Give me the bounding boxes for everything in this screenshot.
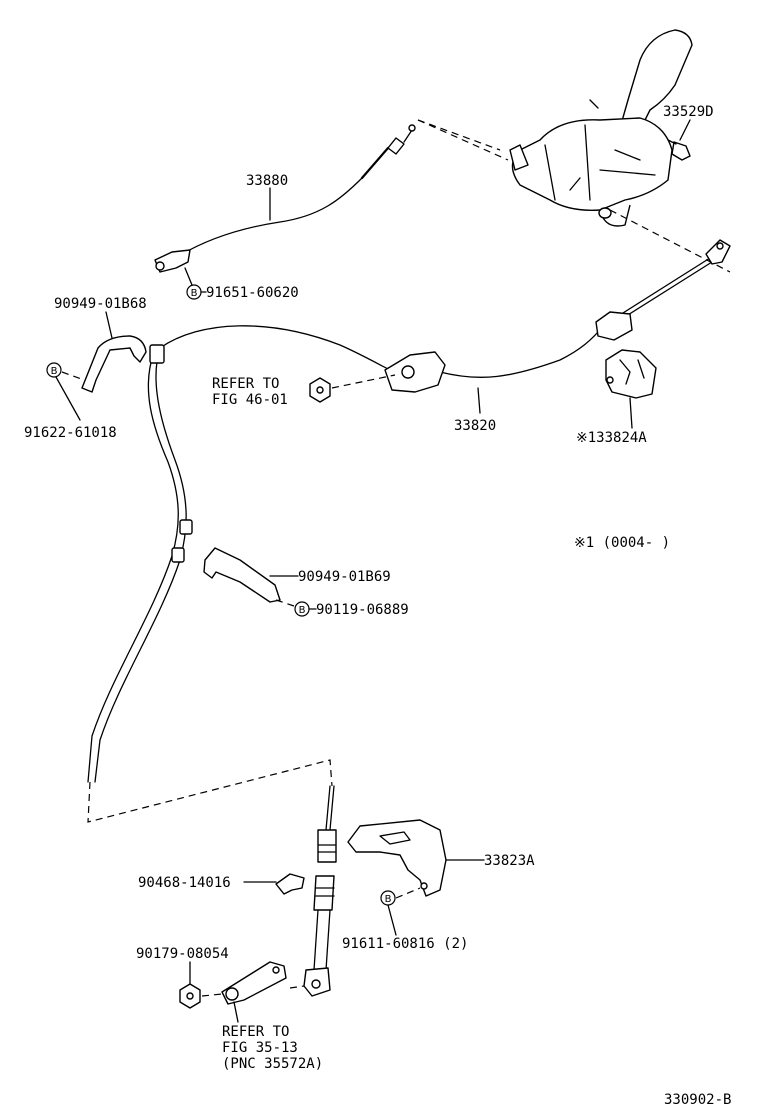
figure-code: 330902-B [664, 1092, 731, 1108]
label-33820: 33820 [454, 418, 496, 434]
refer-fig46-line2: FIG 46-01 [212, 392, 288, 408]
label-90468-14016: 90468-14016 [138, 875, 231, 891]
cable-33880 [154, 124, 416, 273]
svg-text:B: B [385, 894, 392, 905]
label-91651-60620: 91651-60620 [206, 285, 299, 301]
label-33880: 33880 [246, 173, 288, 189]
clamp-90949-01b68 [81, 335, 147, 393]
clip-90468-14016 [275, 873, 305, 895]
clamp-90949-01b69 [203, 547, 281, 603]
cable-end-assembly [303, 785, 337, 997]
refer-fig46-line1: REFER TO [212, 376, 279, 392]
svg-text:B: B [299, 605, 306, 616]
bracket-33823a [347, 819, 447, 897]
label-33529d: 33529D [663, 104, 714, 120]
label-133824a: ※133824A [576, 430, 647, 446]
nut-fig46 [309, 377, 331, 403]
label-91622-61018: 91622-61018 [24, 425, 117, 441]
svg-text:B: B [51, 366, 58, 377]
label-90949-01b69: 90949-01B69 [298, 569, 391, 585]
label-90119-06889: 90119-06889 [316, 602, 409, 618]
bolt-33529d [667, 139, 691, 161]
bolt-marker-91611: B [380, 890, 396, 906]
label-91611-60816: 91611-60816 (2) [342, 936, 468, 952]
bolt-marker-91622: B [46, 362, 62, 378]
label-90179-08054: 90179-08054 [136, 946, 229, 962]
bolt-marker-91651: B [186, 284, 202, 300]
bolt-marker-symbol: B [191, 288, 198, 299]
footnote-1: ※1 (0004- ) [574, 535, 670, 551]
refer-fig35-line2: FIG 35-13 [222, 1040, 298, 1056]
bracket-133824a [605, 349, 657, 399]
refer-fig35-line1: REFER TO [222, 1024, 289, 1040]
nut-90179-08054 [179, 983, 201, 1009]
refer-fig35-line3: (PNC 35572A) [222, 1056, 323, 1072]
bolt-marker-90119: B [294, 601, 310, 617]
label-33823a: 33823A [484, 853, 535, 869]
cable-33820 [87, 239, 731, 783]
steering-column-shift-lever [509, 29, 693, 227]
shift-lever-link [221, 961, 287, 1005]
label-90949-01b68: 90949-01B68 [54, 296, 147, 312]
